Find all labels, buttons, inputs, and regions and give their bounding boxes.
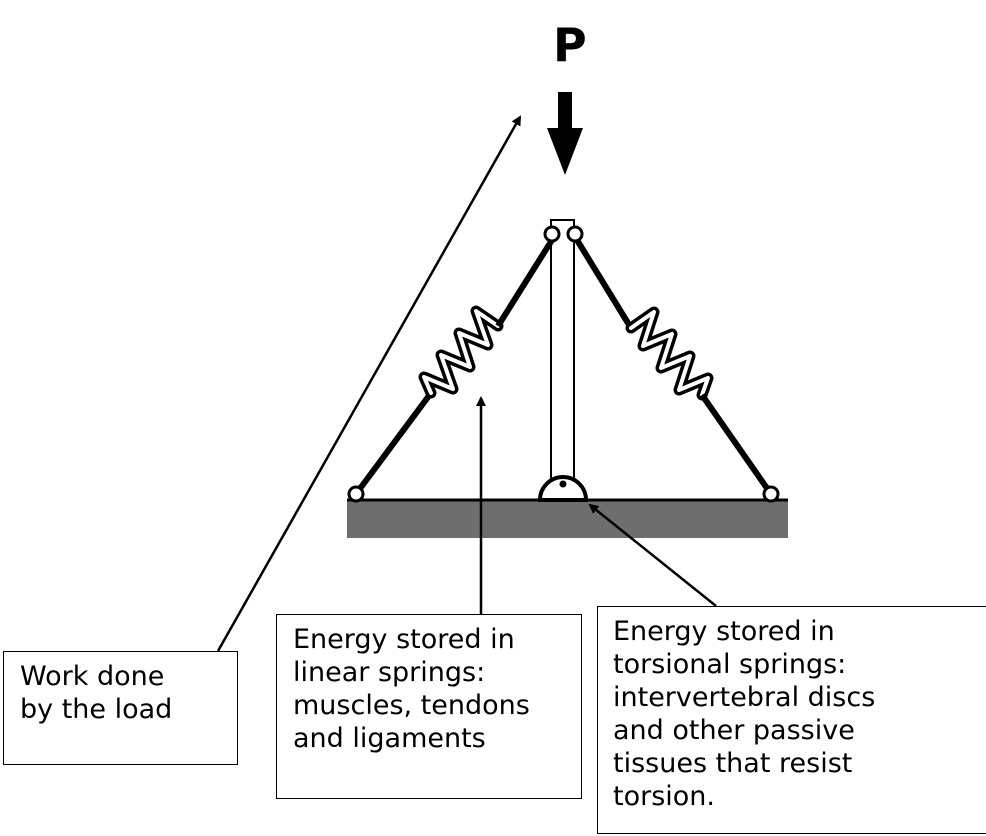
top-right-pin [566, 225, 584, 243]
bottom-left-pin [347, 485, 365, 503]
top-left-pin [543, 225, 561, 243]
work-done-label: Work done by the load [3, 651, 238, 765]
linear-springs-label: Energy stored in linear springs: muscles… [276, 614, 582, 799]
vertebral-column [550, 219, 575, 486]
work-pointer-arrow [216, 115, 522, 652]
load-label: P [553, 18, 587, 72]
torsional-springs-label: Energy stored in torsional springs: inte… [597, 606, 986, 834]
load-arrow [547, 92, 583, 175]
right-linear-spring [574, 238, 774, 496]
torsional-joint-pin [559, 480, 567, 488]
left-linear-spring [353, 238, 555, 496]
bottom-right-pin [762, 485, 780, 503]
torsional-joint [537, 475, 589, 502]
torsional-pointer-arrow [588, 503, 717, 607]
base-plate [347, 500, 788, 538]
